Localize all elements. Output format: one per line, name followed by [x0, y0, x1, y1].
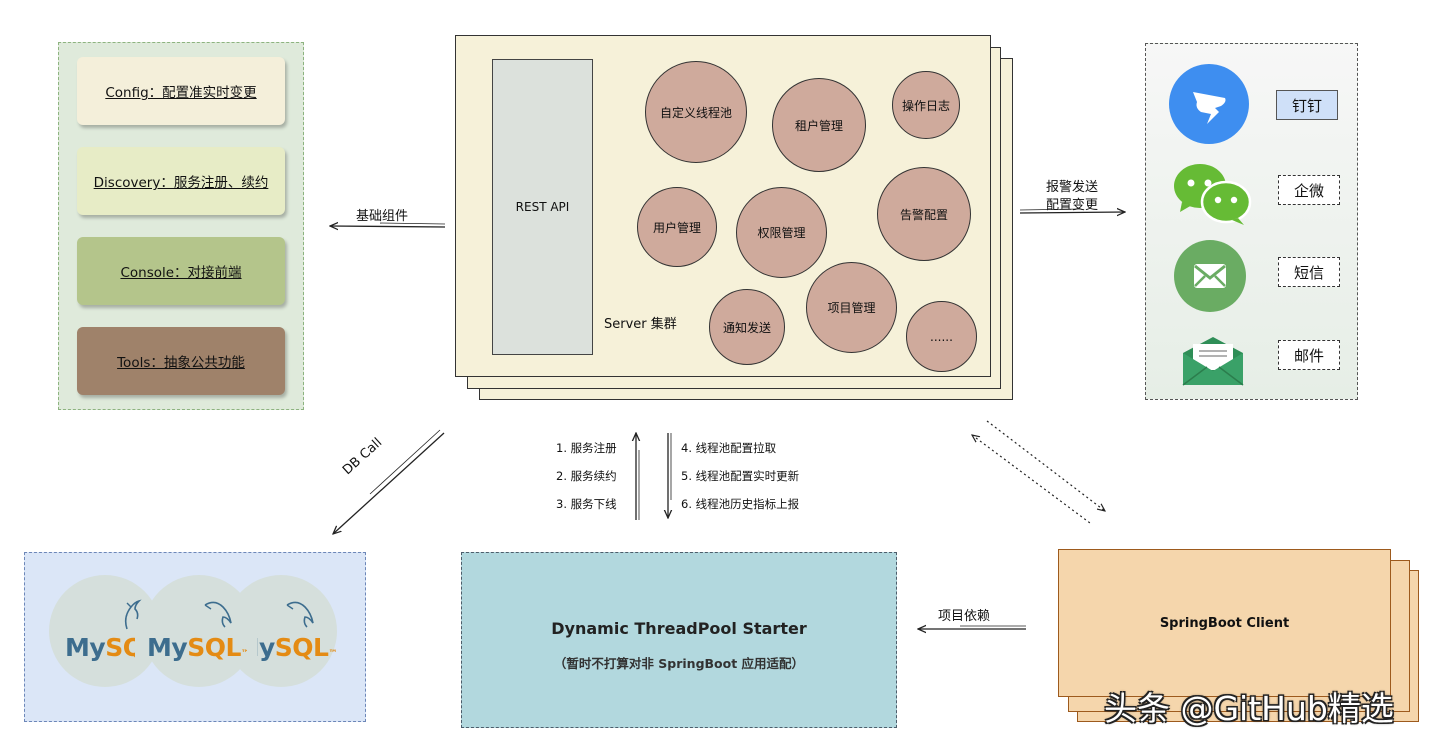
channel-sms[interactable]: 短信 [1278, 257, 1340, 287]
module-notification-send: 通知发送 [709, 289, 785, 365]
sms-icon [1174, 240, 1246, 312]
server-cluster-label: Server 集群 [604, 317, 677, 332]
steps-config-list: 4. 线程池配置拉取 5. 线程池配置实时更新 6. 线程池历史指标上报 [681, 434, 799, 518]
dolphin-icon [286, 601, 314, 628]
component-config[interactable]: Config：配置准实时变更 [77, 57, 285, 125]
arrow-base-components [330, 223, 446, 227]
mysql-panel: MySQL MySQL™ MySQL™ [24, 552, 366, 722]
label-base-components: 基础组件 [356, 209, 409, 224]
springboot-client: SpringBoot Client [1058, 549, 1391, 697]
module-permission-management: 权限管理 [736, 187, 827, 278]
channel-dingtalk[interactable]: 钉钉 [1276, 90, 1338, 120]
channel-mail[interactable]: 邮件 [1278, 340, 1340, 370]
watermark: 头条 @GitHub精选 [1104, 689, 1394, 728]
module-tenant-management: 租户管理 [772, 78, 866, 172]
base-components-panel: Config：配置准实时变更 Discovery：服务注册、续约 Console… [58, 42, 304, 410]
step-metrics-report: 6. 线程池历史指标上报 [681, 497, 800, 511]
dolphin-icon [204, 601, 232, 628]
mail-icon [1181, 335, 1245, 387]
arrow-config-down [668, 433, 671, 518]
mysql-logo-1: MySQL [65, 633, 135, 662]
module-alarm-config: 告警配置 [877, 167, 971, 261]
starter-title: Dynamic ThreadPool Starter [551, 619, 807, 638]
step-register: 1. 服务注册 [556, 441, 617, 455]
starter-subtitle: （暂时不打算对非 SpringBoot 应用适配） [553, 656, 805, 671]
module-operation-log: 操作日志 [892, 71, 960, 139]
arrow-client-server-dotted [972, 420, 1105, 524]
channel-wechat-work[interactable]: 企微 [1278, 175, 1340, 205]
springboot-client-label: SpringBoot Client [1159, 615, 1290, 631]
steps-register-list: 1. 服务注册 2. 服务续约 3. 服务下线 [556, 434, 617, 518]
label-project-dependency: 项目依赖 [938, 609, 991, 624]
arrow-alarm [1019, 209, 1125, 213]
module-user-management: 用户管理 [637, 187, 717, 267]
component-tools[interactable]: Tools：抽象公共功能 [77, 327, 285, 395]
arrow-project-dependency [918, 626, 1026, 629]
mysql-logo-2: MySQL™ [147, 633, 247, 662]
step-renew: 2. 服务续约 [556, 469, 617, 483]
module-project-management: 项目管理 [806, 262, 897, 353]
dolphin-icon [124, 599, 142, 630]
dingtalk-icon [1169, 64, 1249, 144]
step-offline: 3. 服务下线 [556, 497, 617, 511]
rest-api-label: REST API [515, 200, 570, 214]
mysql-node-3 [225, 575, 337, 687]
module-more: ...... [906, 301, 977, 372]
rest-api-block: REST API [492, 59, 593, 355]
step-config-pull: 4. 线程池配置拉取 [681, 441, 777, 455]
arrow-register-up [636, 433, 639, 520]
component-discovery[interactable]: Discovery：服务注册、续约 [77, 147, 285, 215]
label-alarm-send: 报警发送 [1046, 180, 1099, 195]
wechat-work-icon [1172, 160, 1252, 226]
arrow-db-call [333, 429, 445, 534]
mysql-logo-3: MySQL™ [257, 633, 337, 662]
step-config-update: 5. 线程池配置实时更新 [681, 469, 800, 483]
mysql-node-1 [49, 575, 161, 687]
module-custom-threadpool: 自定义线程池 [645, 61, 747, 163]
label-config-change: 配置变更 [1046, 198, 1099, 213]
component-console[interactable]: Console：对接前端 [77, 237, 285, 305]
threadpool-starter: Dynamic ThreadPool Starter （暂时不打算对非 Spri… [461, 552, 897, 728]
notification-channels-panel: 钉钉 企微 短信 邮件 [1145, 43, 1358, 400]
